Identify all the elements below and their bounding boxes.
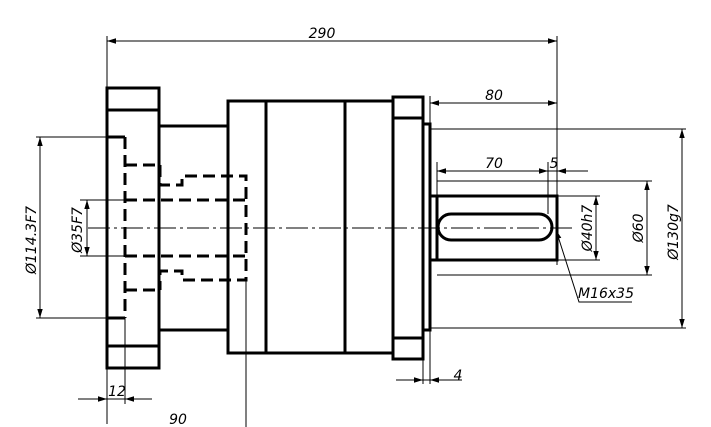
- dim-input-bore: Ø35F7: [70, 207, 86, 254]
- dim-key-offset: 5: [550, 156, 559, 172]
- dimension-lines: [37, 38, 685, 402]
- dim-output-pilot: Ø130g7: [666, 204, 682, 261]
- dim-input-depth: 90: [169, 412, 187, 427]
- gearbox-housing: [226, 99, 395, 355]
- extension-lines: [36, 36, 686, 427]
- dim-thread-callout: M16x35: [578, 286, 634, 302]
- dim-shaft-diameter: Ø40h7: [580, 205, 596, 253]
- dim-key-length: 70: [485, 156, 503, 172]
- dim-pilot-diameter: Ø114.3F7: [24, 206, 40, 275]
- dim-shaft-length: 80: [485, 88, 503, 104]
- adapter-neck: [159, 124, 228, 332]
- dim-flange-thickness: 12: [108, 384, 126, 400]
- dim-shoulder-diameter: Ø60: [631, 213, 647, 243]
- dim-shoulder-gap: 4: [454, 368, 463, 384]
- dim-overall-length: 290: [309, 26, 336, 42]
